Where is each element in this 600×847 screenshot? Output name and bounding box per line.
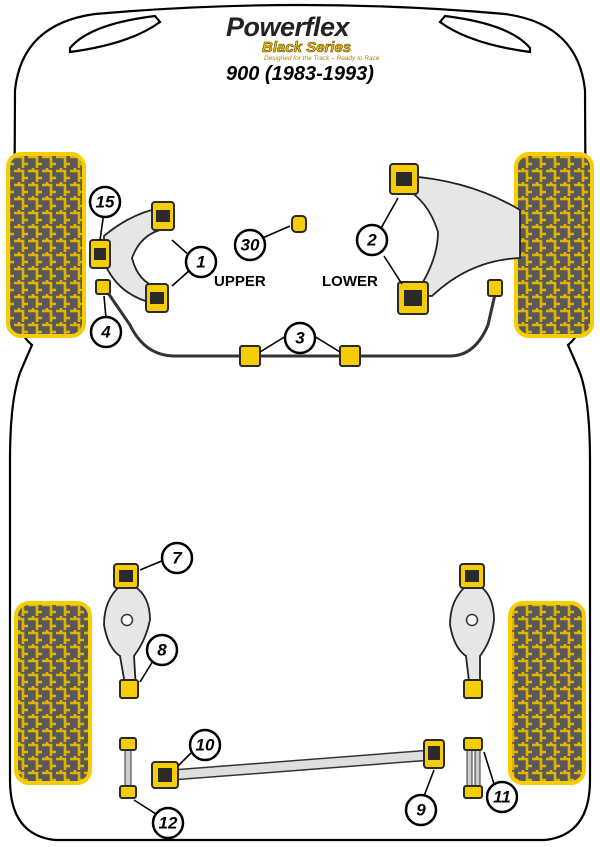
- brand-series: Black Series: [262, 39, 351, 56]
- callout-2: 2: [355, 223, 389, 257]
- bush: [145, 283, 169, 313]
- rear-right-link-a: [466, 743, 473, 793]
- svg-text:11: 11: [493, 788, 511, 807]
- bush: [423, 739, 445, 769]
- bush: [291, 215, 307, 233]
- callout-11: 11: [485, 780, 519, 814]
- bush: [119, 785, 137, 799]
- front-anti-roll-bar: [104, 289, 498, 358]
- bush: [339, 345, 361, 367]
- callout-9: 9: [404, 793, 438, 827]
- bush: [119, 679, 139, 699]
- bush: [463, 785, 483, 799]
- right-mirror-outline: [438, 14, 532, 54]
- model-title: 900 (1983-1993): [226, 63, 374, 85]
- rear-left-trailing-arm: [103, 585, 151, 691]
- rear-left-arm-hub: [120, 613, 134, 627]
- bushes: [89, 163, 503, 799]
- brand-tagline: Designed for the Track – Ready to Race: [264, 55, 380, 62]
- bush: [89, 239, 111, 269]
- callout-8: 8: [145, 633, 179, 667]
- svg-text:10: 10: [196, 736, 215, 755]
- bush: [459, 563, 485, 589]
- callout-15: 15: [88, 185, 122, 219]
- rear-right-trailing-arm: [449, 585, 495, 691]
- upper-label: UPPER: [214, 273, 266, 290]
- rear-right-arm-hub: [465, 613, 479, 627]
- front-left-tyre: [6, 152, 86, 338]
- svg-text:30: 30: [241, 236, 260, 255]
- brand-name: Powerflex: [226, 12, 351, 42]
- left-mirror-outline: [68, 14, 162, 54]
- powerflex-logo: Powerflex Black Series Designed for the …: [226, 12, 380, 62]
- svg-text:9: 9: [416, 801, 426, 820]
- bush: [151, 201, 175, 231]
- svg-text:15: 15: [96, 193, 115, 212]
- callout-30: 30: [233, 228, 267, 262]
- svg-text:3: 3: [295, 329, 305, 348]
- svg-text:7: 7: [172, 549, 183, 568]
- bush: [151, 761, 179, 789]
- bush: [463, 679, 483, 699]
- rear-left-tyre: [14, 601, 92, 785]
- lower-label: LOWER: [322, 273, 378, 290]
- bush: [113, 563, 139, 589]
- rear-right-tyre: [508, 601, 586, 785]
- bush: [463, 737, 483, 751]
- bush: [119, 737, 137, 751]
- bush: [389, 163, 419, 195]
- rear-right-link-b: [474, 743, 481, 793]
- callout-10: 10: [188, 728, 222, 762]
- bush: [487, 279, 503, 297]
- callout-3: 3: [283, 321, 317, 355]
- callout-7: 7: [160, 541, 194, 575]
- svg-text:2: 2: [366, 231, 377, 250]
- svg-text:4: 4: [100, 323, 111, 342]
- front-right-tyre: [514, 152, 594, 338]
- bush: [397, 281, 429, 315]
- bush: [95, 279, 111, 295]
- bush: [239, 345, 261, 367]
- car-body-outline: [8, 3, 592, 842]
- lower-wishbone: [403, 175, 521, 297]
- callout-4: 4: [89, 315, 123, 349]
- svg-text:12: 12: [159, 814, 178, 833]
- svg-text:8: 8: [157, 641, 167, 660]
- callout-12: 12: [151, 806, 185, 840]
- callout-1: 1: [184, 245, 218, 279]
- upper-wishbone: [103, 206, 161, 306]
- svg-text:1: 1: [196, 253, 205, 272]
